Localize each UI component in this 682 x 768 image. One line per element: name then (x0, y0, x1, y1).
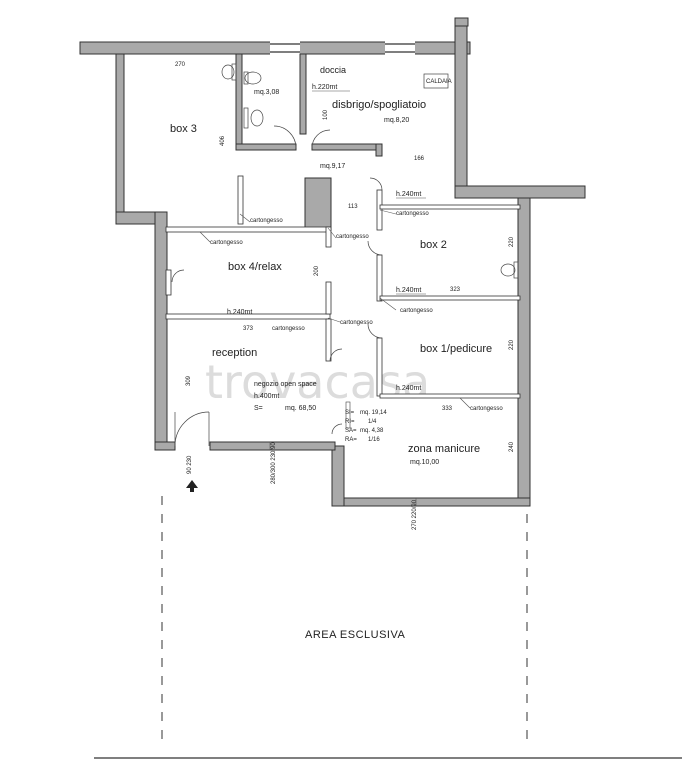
room-label-box3: box 3 (170, 123, 197, 135)
area-s-value: mq. 68,50 (285, 405, 316, 412)
watermark: trovacasa (205, 355, 430, 409)
area-disbrigo: mq.8,20 (384, 117, 409, 124)
si-value: mq. 19,14 (360, 410, 387, 416)
sink-icon (221, 63, 237, 81)
height-reception: h.240mt (227, 309, 252, 316)
toilet-icon (243, 71, 262, 85)
height-box1: h.240mt (396, 287, 421, 294)
area-s-label: S= (254, 405, 263, 412)
room-labels: box 3 doccia disbrigo/spogliatoio box 2 … (170, 65, 492, 641)
dim-323: 323 (450, 287, 461, 293)
dim-309: 309 (186, 375, 192, 386)
room-label-disbrigo: disbrigo/spogliatoio (332, 99, 426, 111)
dim-113: 113 (348, 204, 358, 210)
exterior-walls (79, 17, 586, 507)
height-labels: h.220mt h.240mt h.240mt h.240mt h.240mt (227, 84, 426, 392)
sa-value: mq. 4,38 (360, 428, 384, 434)
cartongesso-label: cartongesso (210, 240, 243, 246)
height-negozio: h.400mt (254, 393, 279, 400)
room-label-reception: reception (212, 347, 257, 359)
room-label-doccia: doccia (320, 65, 346, 75)
cartongesso-label: cartongesso (400, 308, 433, 314)
cartongesso-label: cartongesso (396, 211, 429, 217)
cartongesso-label: cartongesso (336, 234, 369, 240)
room-label-box2: box 2 (420, 239, 447, 251)
dim-door-main: 90 230 (187, 455, 193, 474)
cartongesso-label: cartongesso (272, 326, 305, 332)
ri-label: RI= (345, 419, 355, 425)
room-label-box4: box 4/relax (228, 261, 282, 273)
height-doccia: h.220mt (312, 84, 337, 91)
room-label-area-esclusiva: AREA ESCLUSIVA (305, 629, 405, 641)
dim-406: 406 (220, 135, 226, 146)
doors (171, 125, 383, 447)
entrance-arrow-icon (186, 480, 198, 492)
area-labels: mq.3,08 mq.8,20 mq.9,17 mq.10,00 negozio… (254, 89, 439, 466)
dim-220-box2: 220 (509, 236, 515, 247)
height-zona: h.240mt (396, 385, 421, 392)
window-marks (269, 442, 417, 506)
cartongesso-label: cartongesso (470, 406, 503, 412)
dim-270: 270 (175, 62, 186, 68)
area-zona-manicure: mq.10,00 (410, 459, 439, 466)
room-label-zona-manicure: zona manicure (408, 443, 480, 455)
dim-200: 200 (314, 265, 320, 276)
ri-value: 1/4 (368, 419, 377, 425)
sink-icon (243, 107, 264, 129)
dim-100: 100 (323, 109, 329, 120)
cartongesso-label: cartongesso (340, 320, 373, 326)
dim-220-box1: 220 (509, 339, 515, 350)
fixtures: CALDAIA (221, 63, 519, 429)
interior-walls (165, 53, 521, 399)
negozio-label: negozio open space (254, 381, 317, 388)
dim-240: 240 (509, 441, 515, 452)
material-labels: cartongesso cartongesso cartongesso cart… (199, 209, 503, 412)
sa-label: SA= (345, 428, 357, 434)
dim-333: 333 (442, 406, 453, 412)
dim-373: 373 (243, 326, 254, 332)
dim-166: 166 (414, 156, 425, 162)
cartongesso-label: cartongesso (250, 218, 283, 224)
ra-label: RA= (345, 437, 357, 443)
dimension-labels: 270 406 100 166 113 220 200 323 373 220 … (175, 62, 515, 530)
height-box2: h.240mt (396, 191, 421, 198)
dim-window-side: 270 220/90 (412, 499, 418, 530)
boiler-box (423, 73, 449, 89)
ra-value: 1/16 (368, 437, 380, 443)
si-label: SI= (345, 410, 355, 416)
dim-window-main: 280/300 230/90 (271, 442, 277, 484)
ratio-stats: SI= mq. 19,14 RI= 1/4 SA= mq. 4,38 RA= 1… (345, 410, 387, 443)
area-corridoio: mq.9,17 (320, 163, 345, 170)
boiler-label: CALDAIA (426, 79, 452, 85)
area-wc: mq.3,08 (254, 89, 279, 96)
exclusive-area-boundary (161, 496, 528, 740)
room-label-box1: box 1/pedicure (420, 343, 492, 355)
top-windows (270, 40, 415, 56)
sink-icon (500, 261, 519, 279)
